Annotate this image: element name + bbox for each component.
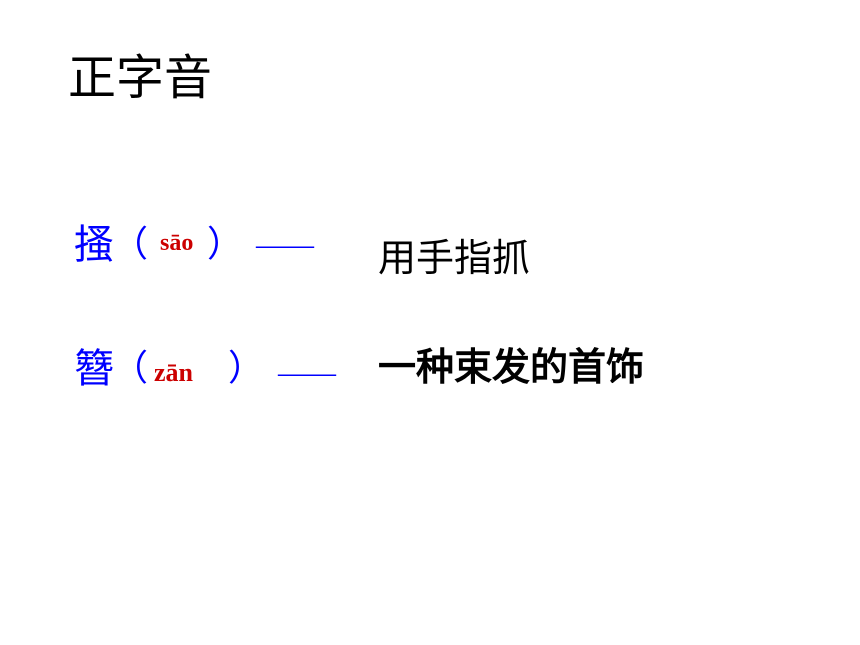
entry-character: 簪 bbox=[74, 346, 114, 392]
entry-dash: —— bbox=[278, 356, 336, 389]
entry-dash: —— bbox=[256, 228, 314, 261]
entry-character: 搔 bbox=[74, 222, 114, 268]
entry-meaning: 一种束发的首饰 bbox=[378, 345, 645, 389]
entry-meaning: 用手指抓 bbox=[378, 236, 531, 280]
open-paren: （ bbox=[112, 224, 149, 265]
page-title: 正字音 bbox=[68, 50, 213, 106]
entry-pinyin: sāo bbox=[160, 230, 194, 256]
entry-pinyin: zān bbox=[154, 358, 193, 387]
open-paren: （ bbox=[112, 348, 149, 389]
close-paren: ） bbox=[207, 224, 244, 265]
close-paren: ） bbox=[228, 348, 265, 389]
